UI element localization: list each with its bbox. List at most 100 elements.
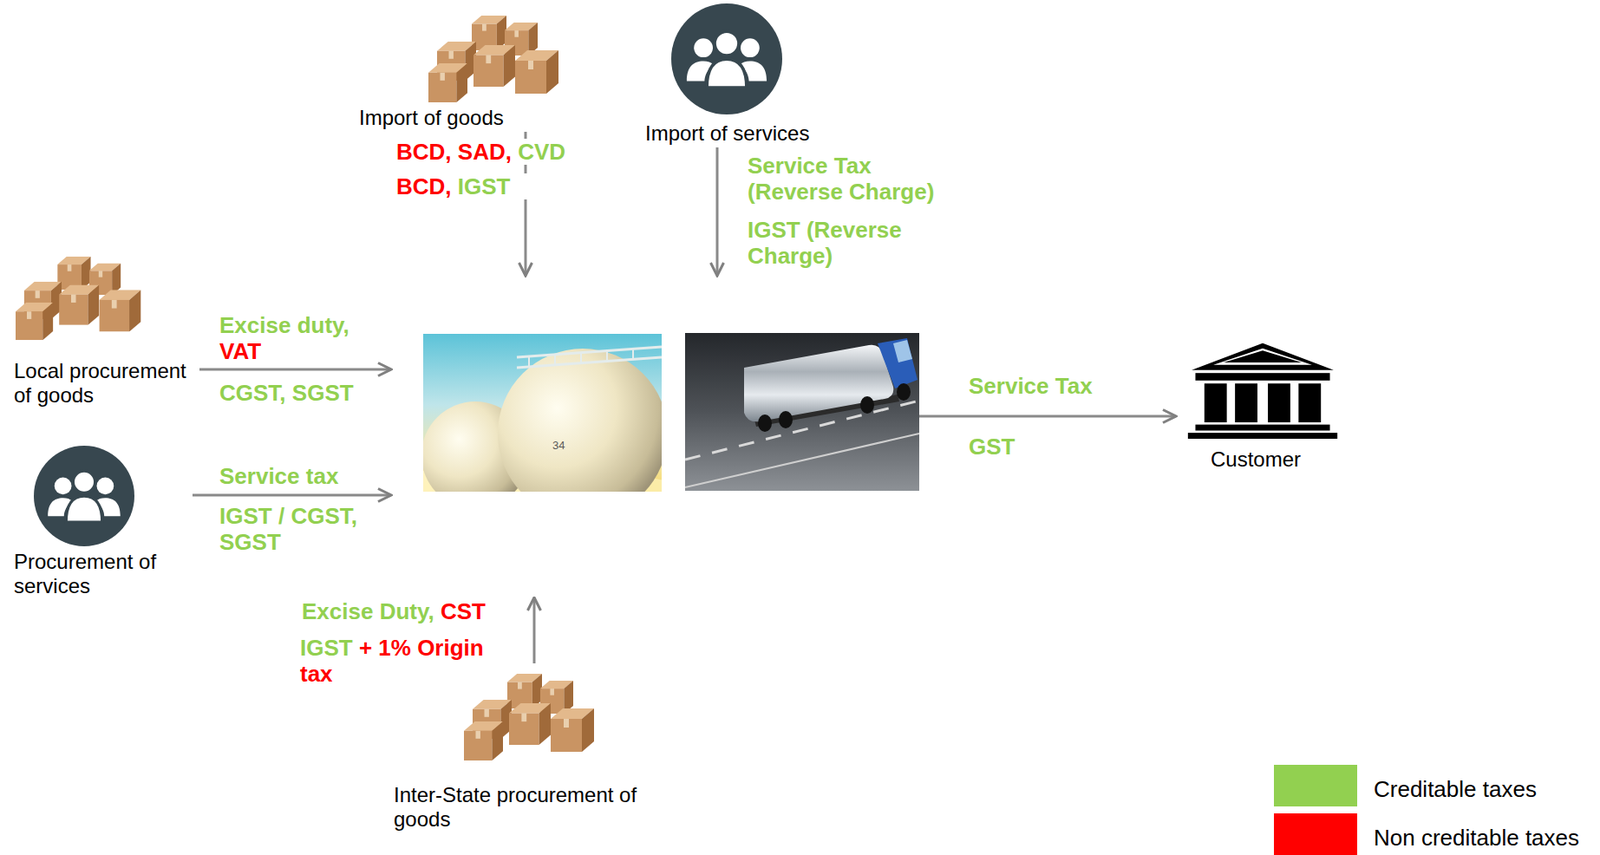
node-label: Inter-State procurement of goods: [393, 783, 653, 832]
tax-word: [352, 634, 360, 661]
tax-label: IGST (Reverse Charge): [747, 216, 947, 269]
tax-word: tax: [306, 463, 340, 490]
tax-word: GST: [968, 433, 1015, 460]
tax-label: Service Tax (Reverse Charge): [747, 152, 947, 205]
tax-word: IGST: [300, 634, 353, 661]
legend-swatch: [1273, 813, 1358, 855]
tax-word: Service: [968, 372, 1050, 399]
tax-label: GST: [968, 433, 1039, 460]
import-goods-source: Import of goods: [357, 12, 576, 132]
tax-word: IGST: [457, 173, 511, 200]
node-label: Local procurement of goods: [13, 359, 198, 408]
tax-word: Duty,: [379, 598, 435, 625]
boxes-icon: [463, 673, 595, 761]
tax-word: BCD,: [396, 173, 452, 200]
people-icon: [671, 3, 783, 115]
local-goods-source: Local procurement of goods: [12, 242, 200, 410]
tax-word: Excise: [301, 598, 373, 625]
tax-word: CST: [440, 598, 486, 625]
tax-word: [272, 502, 279, 529]
tax-word: (Reverse: [806, 216, 902, 243]
tax-word: Charge): [747, 242, 833, 269]
tanker-truck-photo: [685, 333, 920, 491]
illustration-part: [778, 411, 793, 429]
tax-label: Excise duty, VAT: [219, 312, 367, 365]
tax-word: SAD,: [457, 138, 512, 165]
tax-word: tax: [300, 660, 334, 687]
tax-word: /: [278, 502, 285, 529]
tax-word: [411, 634, 418, 661]
tax-word: [842, 178, 849, 205]
tax-word: [290, 312, 297, 339]
tax-word: CGST,: [290, 502, 358, 529]
tax-word: (Reverse: [747, 178, 843, 205]
flow-arrow: [199, 368, 392, 372]
illustration-part: [893, 339, 913, 363]
illustration-part: [685, 433, 920, 488]
flow-arrow: [533, 597, 536, 664]
tax-word: Excise: [219, 312, 291, 339]
tax-label: BCD, IGST: [396, 173, 553, 200]
services-source: Procurement of services: [12, 430, 193, 604]
tax-label: Service tax: [219, 463, 359, 490]
interstate-goods-source: Inter-State procurement of goods: [391, 663, 654, 834]
tax-word: [286, 379, 293, 406]
tax-word: BCD,: [396, 138, 452, 165]
tax-word: Tax: [1055, 372, 1093, 399]
illustration-part: [860, 396, 875, 414]
tax-word: SGST: [292, 379, 354, 406]
tax-word: Charge): [848, 178, 934, 205]
flow-arrow: [192, 494, 392, 497]
legend-swatch: [1273, 764, 1358, 807]
plant-and-truck: 34: [391, 275, 920, 598]
connector-group: [192, 131, 1176, 664]
tax-label: IGST / CGST, SGST: [219, 502, 359, 556]
illustration-part: [896, 383, 911, 401]
illustration-part: [516, 346, 662, 358]
tax-word: [451, 173, 458, 200]
tax-word: Tax: [834, 152, 872, 179]
illustration-part: [744, 345, 894, 423]
tax-label: IGST + 1% Origin tax: [300, 634, 496, 687]
tax-word: [372, 634, 379, 661]
tax-word: CGST,: [219, 379, 287, 406]
tax-word: Origin: [417, 634, 484, 661]
tax-word: VAT: [219, 338, 262, 365]
tax-word: IGST: [219, 502, 273, 529]
node-label: Customer: [1210, 447, 1341, 472]
node-label: Import of services: [645, 121, 816, 146]
legend-label: Creditable taxes: [1373, 776, 1537, 803]
tax-word: [511, 138, 518, 165]
tax-word: SGST: [219, 528, 281, 556]
tax-word: CVD: [517, 138, 566, 165]
tax-word: Service: [219, 463, 301, 490]
illustration-part: [757, 414, 772, 432]
tax-word: [372, 598, 379, 625]
tax-label: BCD, SAD, CVD: [396, 138, 588, 165]
illustration-part: [497, 348, 662, 492]
gas-plant-photo: [423, 333, 662, 492]
illustration-part: [877, 338, 918, 389]
tax-word: [284, 502, 291, 529]
node-label: Import of goods: [359, 105, 550, 131]
tax-word: duty,: [297, 312, 350, 339]
tax-word: IGST: [747, 216, 801, 243]
tax-label: Service Tax: [968, 372, 1117, 399]
tax-word: [434, 598, 441, 625]
boxes-icon: [428, 15, 559, 103]
node-label: Procurement of services: [13, 549, 191, 599]
illustration-part: [516, 357, 662, 368]
illustration-part: [528, 348, 634, 368]
boxes-icon: [15, 256, 142, 340]
tax-word: +: [359, 634, 373, 661]
node-label: 34: [552, 438, 579, 453]
people-icon: [33, 445, 135, 547]
building-icon: [1188, 343, 1338, 439]
customer-icon: Customer: [1175, 339, 1350, 477]
illustration-part: [685, 333, 920, 491]
flow-arrow: [716, 147, 719, 276]
tax-word: [1049, 372, 1056, 399]
tax-label: CGST, SGST: [219, 379, 372, 406]
flow-arrow: [919, 415, 1176, 418]
